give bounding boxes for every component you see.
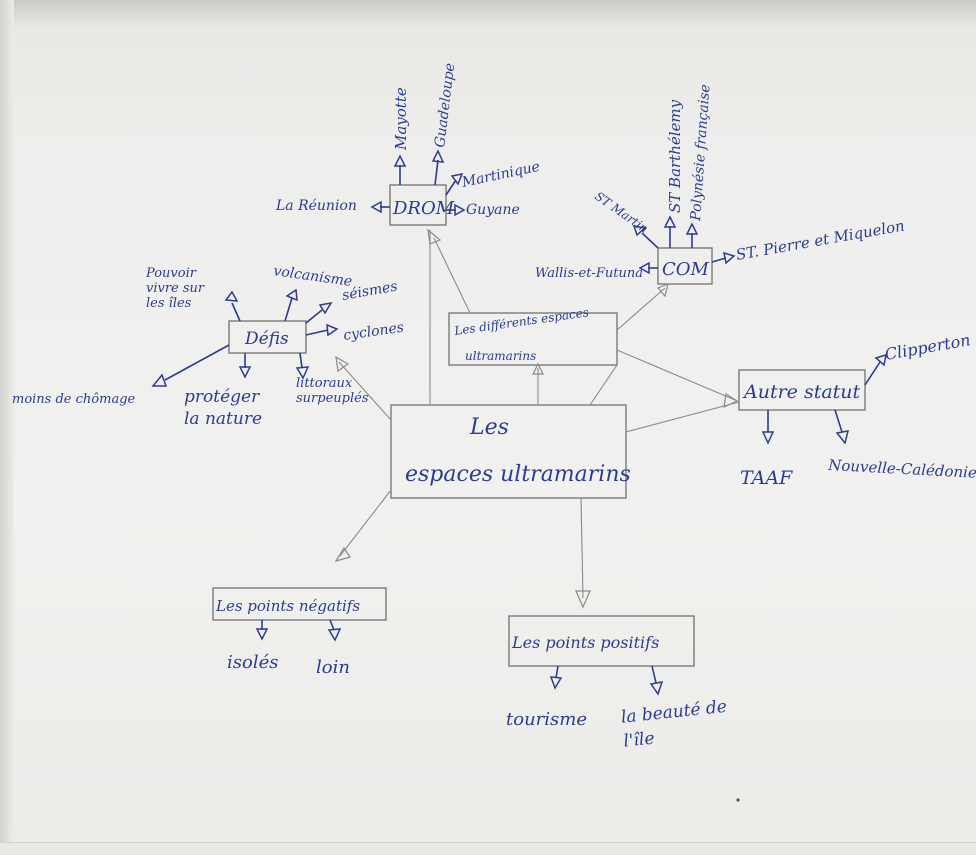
defis-proteger-wrap: protéger la nature — [184, 387, 263, 429]
positifs-box — [508, 615, 695, 667]
negatifs-isoles: isolés — [227, 652, 278, 673]
com-box — [657, 247, 713, 285]
autre-statut-box — [738, 369, 866, 411]
defis-cyclones: cyclones — [342, 320, 405, 344]
defis-title: Défis — [244, 329, 289, 349]
com-st-martin: ST Martin — [592, 189, 650, 236]
positifs-title: Les points positifs — [511, 633, 659, 652]
autre-statut-title: Autre statut — [742, 381, 861, 403]
negatifs-loin: loin — [316, 657, 350, 678]
positifs-tourisme: tourisme — [506, 709, 587, 730]
drom-guadeloupe: Guadeloupe — [432, 62, 458, 148]
drom-mayotte: Mayotte — [392, 87, 410, 151]
bottom-edge — [0, 842, 976, 855]
defis-littoraux: littoraux surpeuplés — [296, 376, 369, 406]
com-polynesie: Polynésie française — [688, 84, 714, 223]
com-st-pierre: ST. Pierre et Miquelon — [735, 217, 906, 264]
center-title-line2: espaces ultramarins — [405, 462, 631, 487]
defis-proteger: protéger la nature — [184, 387, 263, 429]
com-wallis: Wallis-et-Futuna — [535, 266, 643, 281]
autre-nouvelle-caledonie: Nouvelle-Calédonie — [827, 456, 976, 482]
left-shadow — [0, 0, 14, 855]
defis-chomage: moins de chômage — [12, 392, 136, 407]
positifs-beaute: la beauté de l'île — [622, 700, 728, 752]
com-title: COM — [662, 259, 710, 280]
pen-dot — [736, 798, 740, 802]
drom-martinique: Martinique — [460, 159, 542, 191]
negatifs-title: Les points négatifs — [215, 597, 360, 615]
drom-box — [389, 184, 447, 226]
defis-pouvoir: Pouvoir vivre sur les îles — [146, 266, 205, 311]
drom-guyane: Guyane — [466, 202, 520, 218]
top-shadow — [0, 0, 976, 26]
espaces-line1: Les différents espaces — [452, 305, 589, 338]
espaces-line2: ultramarins — [465, 349, 536, 363]
negatifs-box — [212, 587, 387, 621]
drom-reunion: La Réunion — [275, 198, 357, 214]
autre-clipperton: Clipperton — [883, 330, 971, 364]
center-title-line1: Les — [469, 415, 509, 440]
ink-arrows — [151, 149, 887, 696]
defis-volcanisme: volcanisme — [272, 263, 353, 290]
autre-taaf: TAAF — [740, 467, 793, 489]
defis-littoraux-wrap: littoraux surpeuplés — [296, 376, 369, 406]
pencil-connectors — [334, 228, 740, 609]
positifs-beaute-wrap: la beauté de l'île — [622, 700, 728, 752]
espaces-box — [448, 312, 618, 366]
defis-box — [228, 320, 307, 354]
com-st-barthelemy: ST Barthélemy — [666, 99, 684, 213]
drom-title: DROM — [392, 198, 455, 219]
center-box — [390, 404, 627, 499]
defis-pouvoir-wrap: Pouvoir vivre sur les îles — [146, 266, 205, 311]
